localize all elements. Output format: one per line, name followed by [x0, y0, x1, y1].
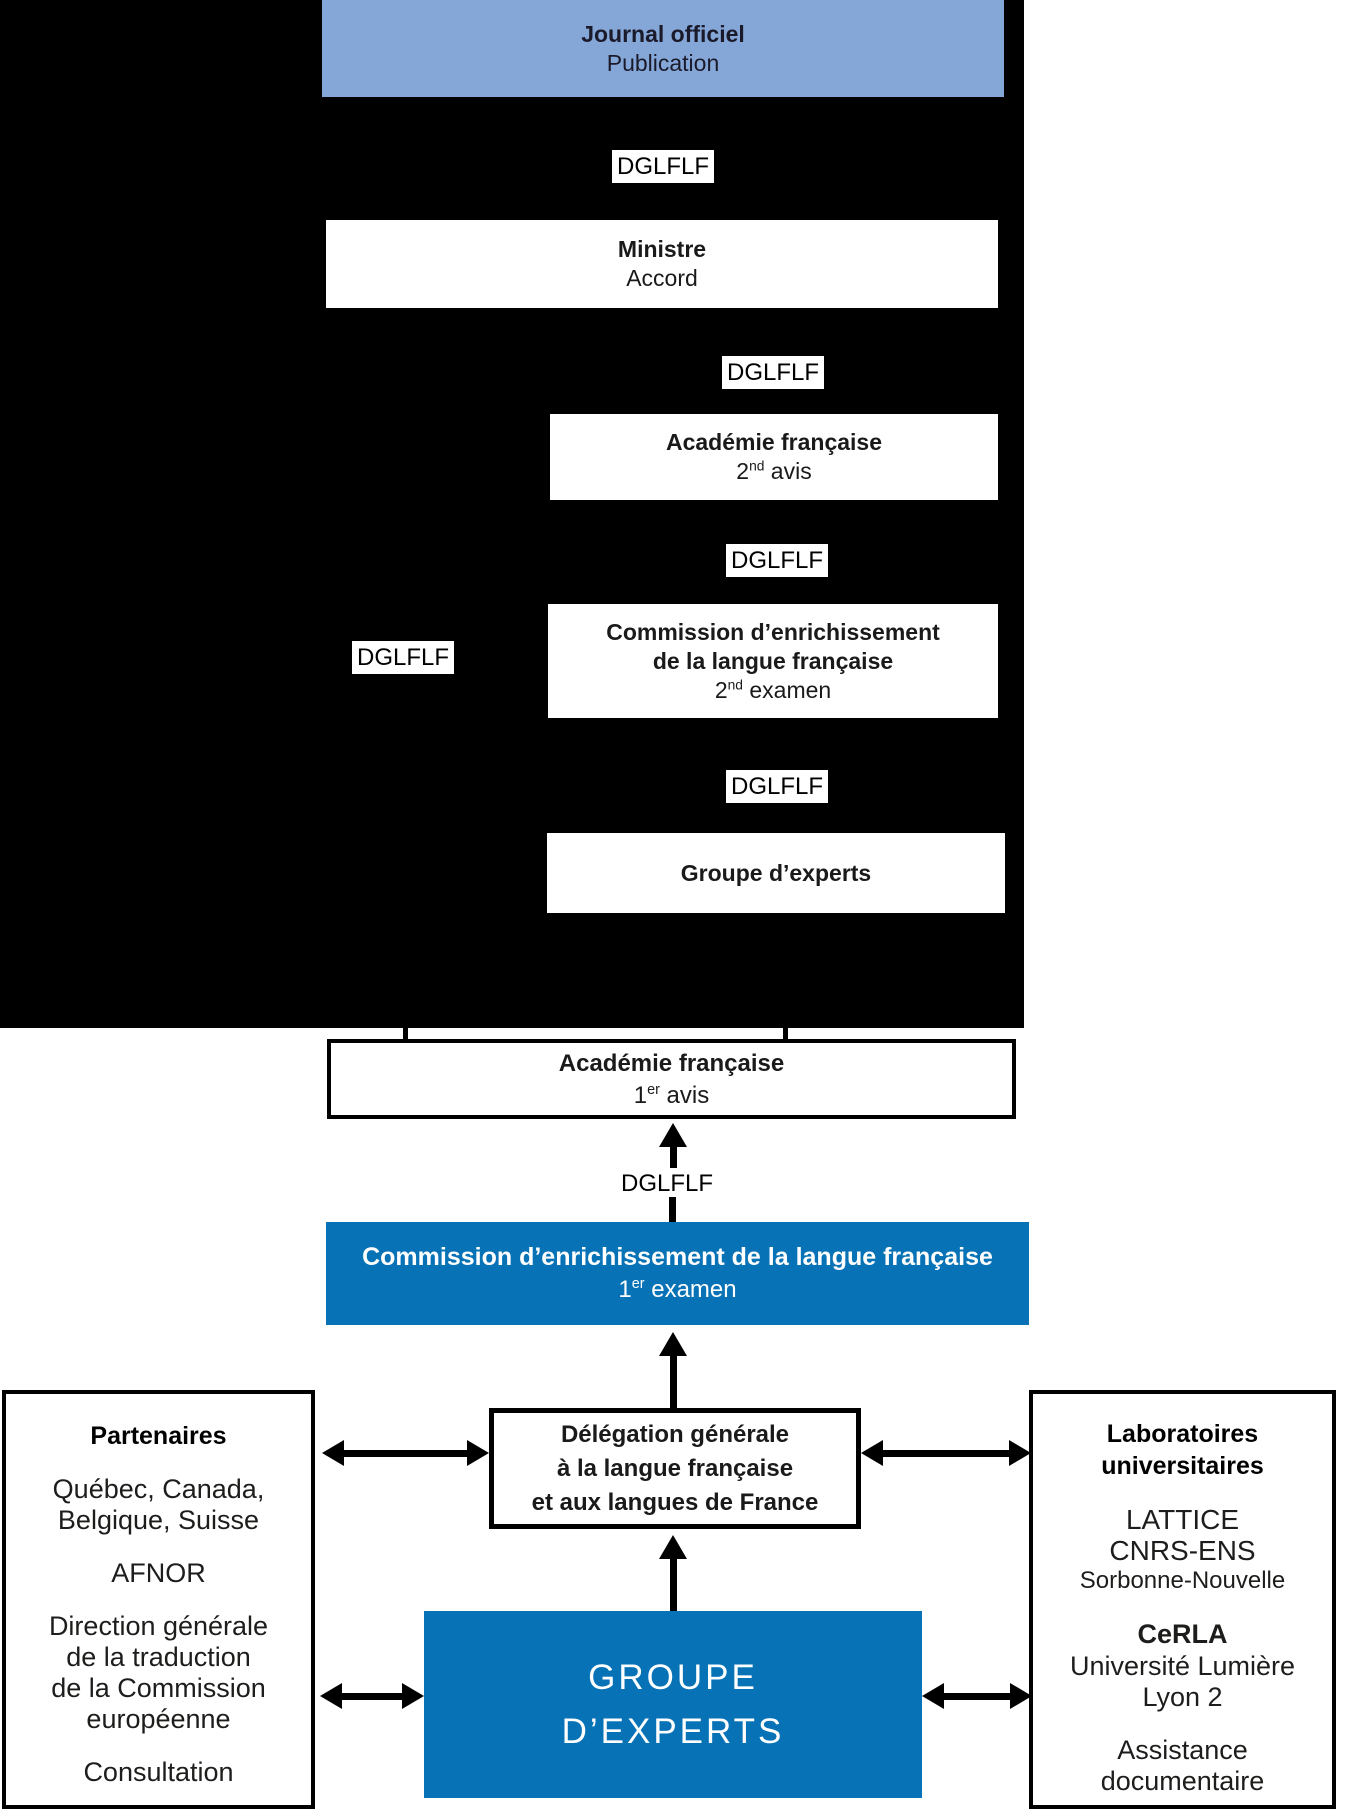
commission-1st-title: Commission d’enrichissement de la langue… [362, 1243, 993, 1271]
academie-1st-box: Académie française 1er avis [327, 1039, 1016, 1119]
delegation-line2: à la langue française [556, 1454, 794, 1482]
journal-officiel-subtitle: Publication [606, 49, 720, 76]
arrow-partenaires-groupe [320, 1683, 424, 1709]
partenaires-box: Partenaires Québec, Canada, Belgique, Su… [2, 1390, 315, 1809]
arrow-partenaires-delegation [322, 1440, 489, 1466]
partenaires-group-countries: Québec, Canada, Belgique, Suisse [52, 1474, 265, 1535]
groupe-experts-top-title: Groupe d’experts [680, 859, 872, 886]
academie-2nd-title: Académie française [665, 429, 883, 455]
groupe-experts-main-box: GROUPE D’EXPERTS [424, 1611, 922, 1798]
laboratoires-title: Laboratoires universitaires [1101, 1420, 1264, 1480]
ministre-subtitle: Accord [626, 265, 698, 291]
dglflf-label-5: DGLFLF [726, 770, 829, 803]
laboratoires-box: Laboratoires universitaires LATTICE CNRS… [1029, 1390, 1336, 1809]
arrow-groupe-laboratoires [922, 1683, 1032, 1709]
groupe-experts-main-line1: GROUPE [588, 1657, 758, 1697]
commission-2nd-title-line1: Commission d’enrichissement [606, 618, 940, 645]
arrow-head-left-icon [922, 1683, 944, 1709]
partenaires-title: Partenaires [90, 1422, 227, 1450]
arrow-head-left-icon [322, 1440, 344, 1466]
delegation-box: Délégation générale à la langue français… [489, 1408, 861, 1529]
arrow-head-up-icon [659, 1332, 687, 1356]
dglflf-label-6: DGLFLF [621, 1170, 714, 1197]
academie-1st-subtitle: 1er avis [633, 1081, 710, 1109]
commission-2nd-subtitle: 2nd examen [714, 676, 832, 703]
ministre-title: Ministre [617, 236, 707, 262]
academie-2nd-box: Académie française 2nd avis [550, 414, 998, 500]
academie-1st-title: Académie française [558, 1049, 785, 1077]
laboratoires-group-assistance: Assistance documentaire [1100, 1735, 1265, 1796]
dglflf-label-1: DGLFLF [612, 150, 715, 183]
journal-officiel-title: Journal officiel [581, 20, 745, 47]
arrow-head-left-icon [861, 1440, 883, 1466]
arrow-commission1-to-academie1 [659, 1123, 687, 1168]
ministre-box: Ministre Accord [326, 220, 998, 308]
laboratoires-group-cerla: CeRLA Université Lumière Lyon 2 [1069, 1619, 1296, 1712]
laboratoires-group-lattice: LATTICE CNRS-ENS Sorbonne-Nouvelle [1079, 1504, 1286, 1594]
academie-2nd-subtitle: 2nd avis [736, 458, 812, 484]
partenaires-group-consultation: Consultation [83, 1757, 234, 1787]
arrow-delegation-laboratoires [861, 1440, 1031, 1466]
connector-stub-right [783, 1026, 788, 1041]
commission-2nd-box: Commission d’enrichissement de la langue… [548, 604, 998, 718]
arrow-head-up-icon [659, 1535, 687, 1559]
commission-2nd-title-line2: de la langue française [652, 647, 894, 674]
dglflf-label-3: DGLFLF [726, 544, 829, 577]
arrow-shaft-segment [669, 1197, 676, 1222]
groupe-experts-main-line2: D’EXPERTS [561, 1711, 785, 1751]
commission-1st-box: Commission d’enrichissement de la langue… [326, 1222, 1029, 1325]
partenaires-group-afnor: AFNOR [111, 1558, 206, 1588]
partenaires-group-dgt: Direction générale de la traduction de l… [48, 1611, 269, 1734]
connector-stub-left [403, 1026, 408, 1041]
dglflf-label-4: DGLFLF [352, 641, 455, 674]
arrow-head-right-icon [1010, 1683, 1032, 1709]
delegation-line1: Délégation générale [560, 1420, 790, 1448]
arrow-head-right-icon [1009, 1440, 1031, 1466]
groupe-experts-top-box: Groupe d’experts [547, 833, 1005, 913]
dglflf-label-2: DGLFLF [722, 356, 825, 389]
delegation-line3: et aux langues de France [531, 1488, 819, 1516]
arrow-delegation-to-commission1 [659, 1332, 687, 1408]
arrow-groupe-to-delegation [659, 1535, 687, 1611]
arrow-head-right-icon [467, 1440, 489, 1466]
journal-officiel-box: Journal officiel Publication [322, 0, 1004, 97]
arrow-head-right-icon [402, 1683, 424, 1709]
commission-1st-subtitle: 1er examen [618, 1276, 737, 1303]
arrow-head-left-icon [320, 1683, 342, 1709]
arrow-head-up-icon [659, 1123, 687, 1147]
